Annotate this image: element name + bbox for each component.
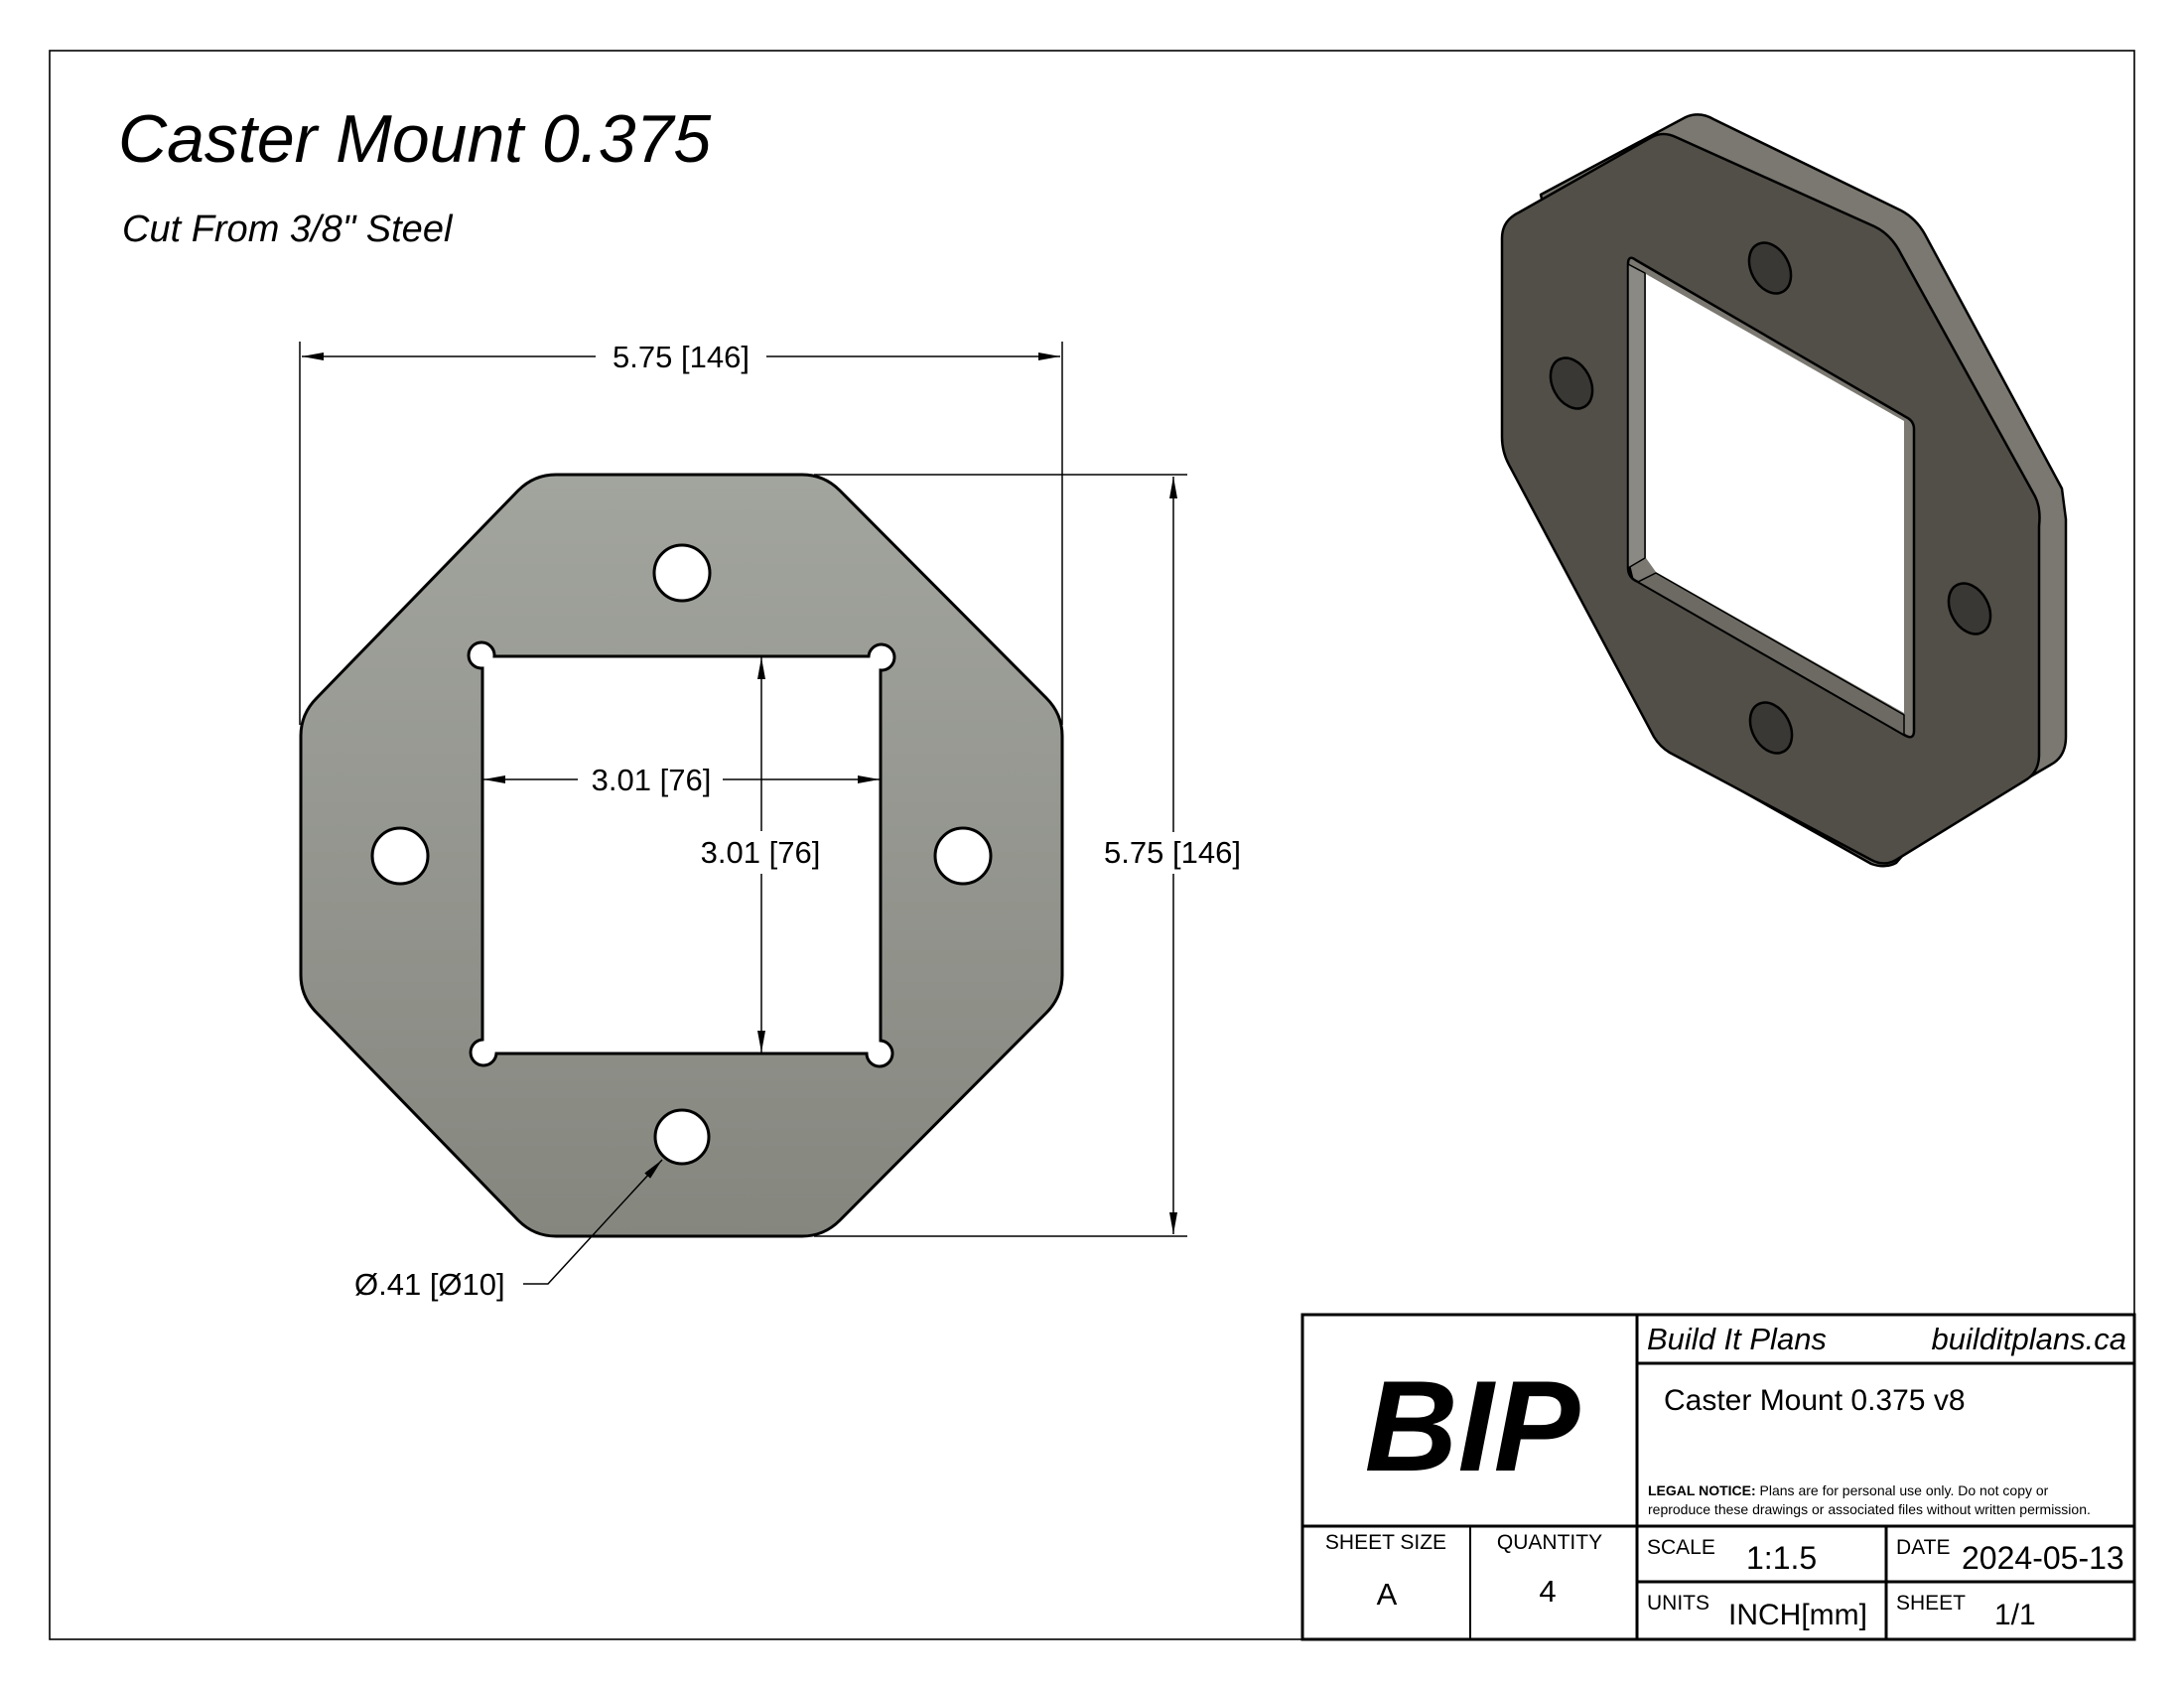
company-name: Build It Plans xyxy=(1647,1322,1827,1356)
iso-opening xyxy=(1646,274,1904,713)
dim-opening-height-label: 3.01 [76] xyxy=(701,835,821,870)
dim-overall-height-label: 5.75 [146] xyxy=(1104,835,1241,870)
units-value: INCH[mm] xyxy=(1728,1599,1867,1631)
page-subtitle: Cut From 3/8" Steel xyxy=(122,209,454,250)
date-label: DATE xyxy=(1896,1536,1950,1559)
dimension-overall-height xyxy=(814,474,1187,1237)
page-border xyxy=(49,50,2135,1640)
legal-notice-line1: LEGAL NOTICE: Plans are for personal use… xyxy=(1648,1482,2049,1498)
quantity-value: 4 xyxy=(1539,1574,1556,1609)
sheet-value: 1/1 xyxy=(1994,1599,2036,1631)
scale-label: SCALE xyxy=(1647,1536,1715,1559)
sheet-label: SHEET xyxy=(1896,1592,1966,1615)
sheet-size-value: A xyxy=(1377,1577,1398,1612)
part-name: Caster Mount 0.375 v8 xyxy=(1664,1384,1966,1417)
title-block xyxy=(1300,1313,2136,1641)
plate-top-view xyxy=(299,473,1064,1238)
page-title: Caster Mount 0.375 xyxy=(118,101,711,177)
dim-hole-diameter-label: Ø.41 [Ø10] xyxy=(354,1267,505,1302)
dimension-hole-leader xyxy=(523,1159,663,1285)
scale-value: 1:1.5 xyxy=(1746,1540,1817,1576)
date-value: 2024-05-13 xyxy=(1962,1540,2124,1576)
logo: BIP xyxy=(1365,1353,1580,1498)
dimension-overall-width xyxy=(299,342,1063,725)
quantity-label: QUANTITY xyxy=(1497,1531,1602,1554)
website: builditplans.ca xyxy=(1932,1322,2126,1356)
dim-opening-width-label: 3.01 [76] xyxy=(592,763,712,797)
units-label: UNITS xyxy=(1647,1592,1709,1615)
dim-overall-width-label: 5.75 [146] xyxy=(613,340,750,374)
legal-notice-label: LEGAL NOTICE: xyxy=(1648,1482,1756,1498)
sheet-size-label: SHEET SIZE xyxy=(1325,1531,1446,1554)
legal-notice-line2: reproduce these drawings or associated f… xyxy=(1648,1501,2091,1517)
legal-notice-text: Plans are for personal use only. Do not … xyxy=(1756,1482,2049,1498)
